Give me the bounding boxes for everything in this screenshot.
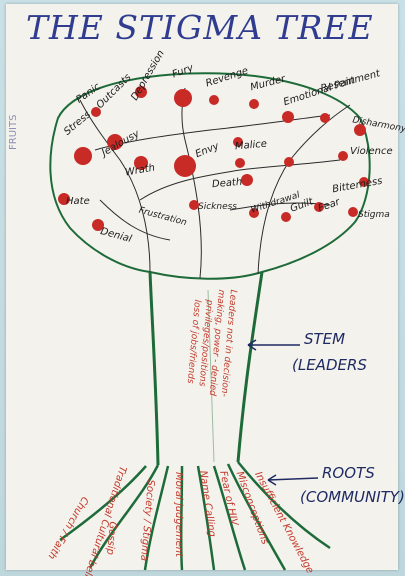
roots-label-sub: (COMMUNITY) <box>300 488 405 506</box>
side-note-fruits: FRUITS <box>8 115 19 150</box>
trunk-right <box>238 272 262 462</box>
fruit-label: Sickness <box>198 202 237 212</box>
fruit-label: Violence <box>350 146 393 157</box>
roots-label: ROOTS <box>322 464 375 482</box>
stem-label-sub: (LEADERS <box>292 356 367 374</box>
root-text: Moral judgement <box>173 472 184 557</box>
stem-label: STEM <box>304 330 345 348</box>
fruit-label: Stigma <box>358 210 390 220</box>
trunk-left <box>150 272 158 465</box>
page-title: THE STIGMA TREE <box>26 8 386 47</box>
fruit-label: Hate <box>66 196 90 207</box>
